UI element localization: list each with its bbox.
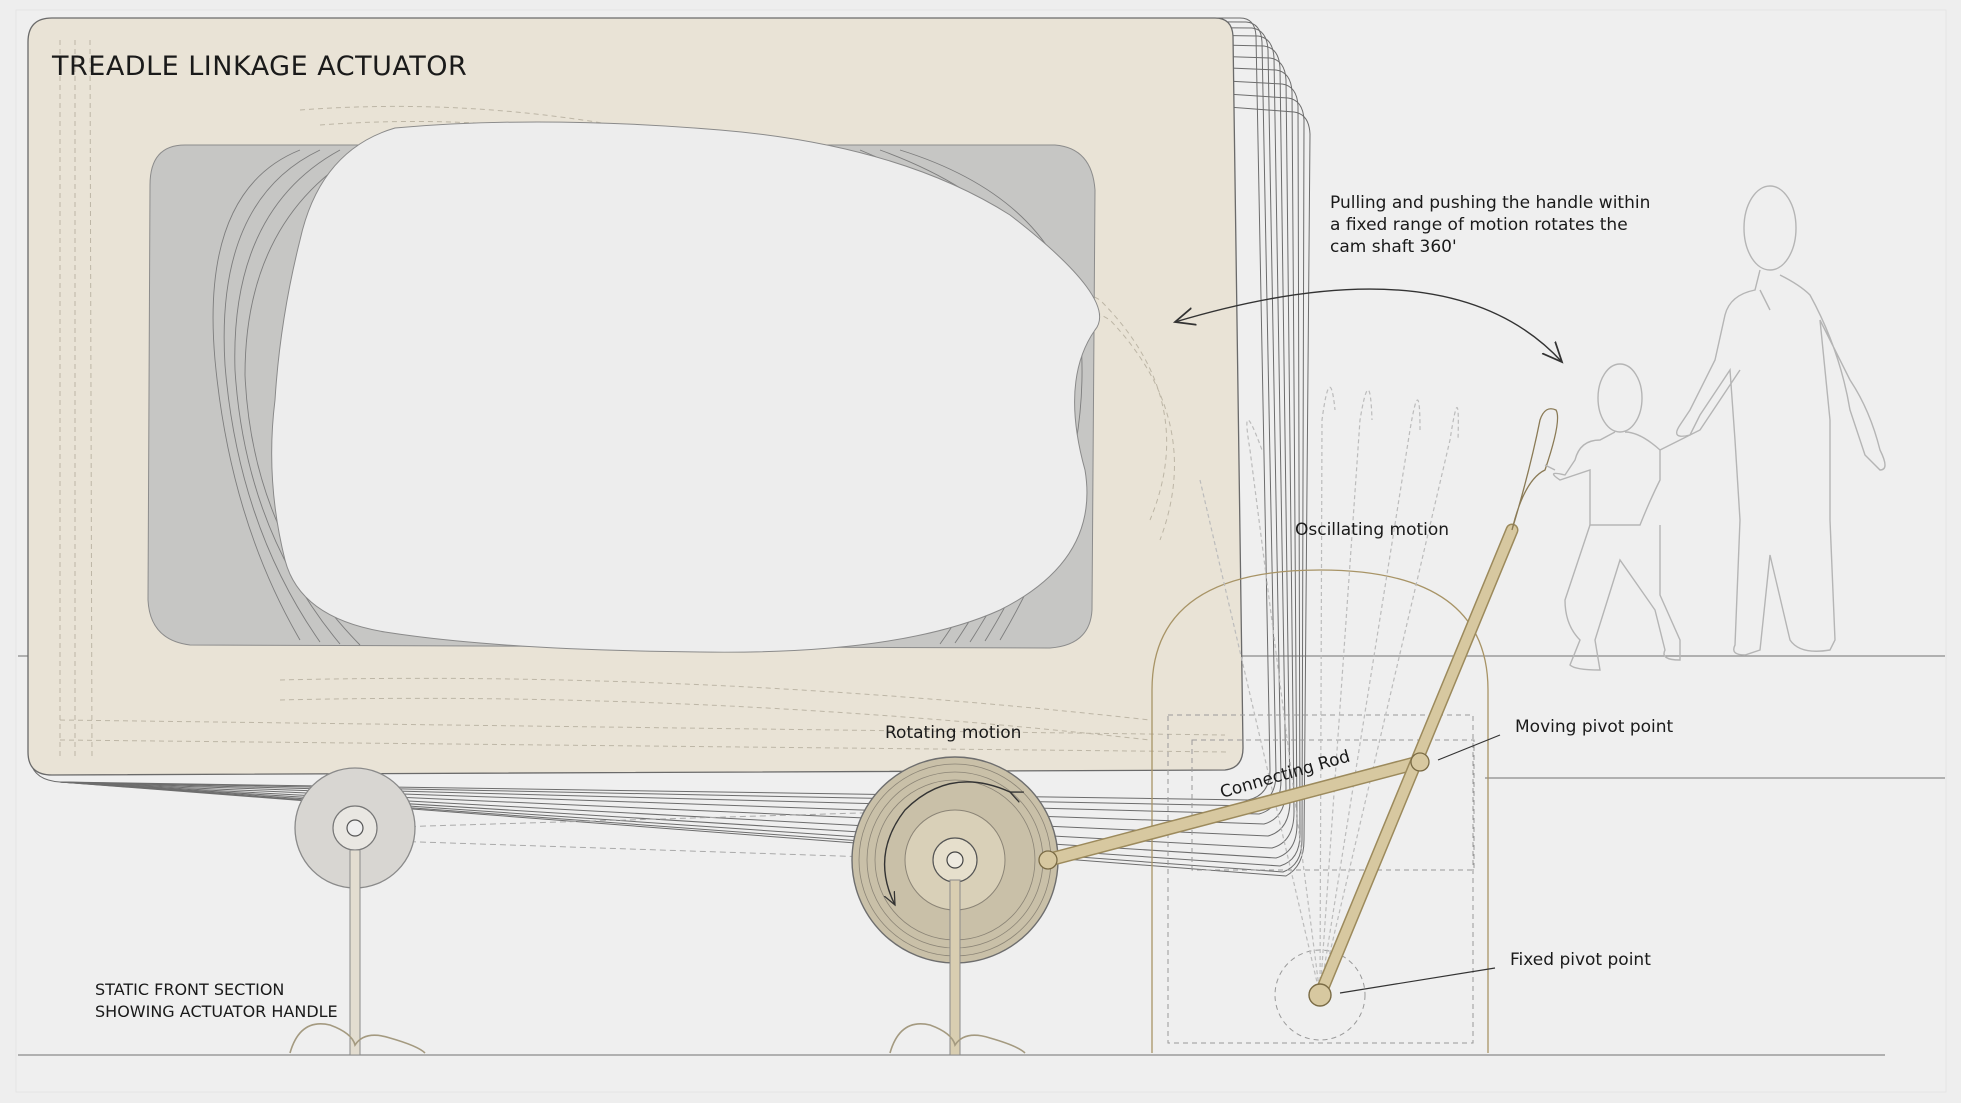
fixed-pivot-label: Fixed pivot point (1510, 950, 1651, 970)
wheel-rotation-arrow (885, 781, 1010, 905)
description-note: Pulling and pushing the handle within a … (1330, 193, 1650, 257)
description-line-3: cam shaft 360' (1330, 237, 1457, 257)
cam-wheel (851, 756, 1059, 1056)
handle-ghost-positions (1199, 386, 1459, 996)
adult-figure-sketch (1676, 185, 1886, 656)
caption-line-1: STATIC FRONT SECTION (95, 980, 284, 999)
connecting-rod (1038, 755, 1427, 870)
fixed-pivot-leader (1339, 967, 1496, 994)
actuator-handle (1308, 408, 1559, 1007)
description-line-1: Pulling and pushing the handle within (1330, 193, 1650, 213)
moving-pivot-label: Moving pivot point (1515, 717, 1674, 737)
window-opening (271, 121, 1100, 653)
rotation-arc-arrow (1175, 288, 1562, 362)
diagram-title: TREADLE LINKAGE ACTUATOR (51, 51, 467, 82)
description-line-2: a fixed range of motion rotates the (1330, 215, 1628, 235)
child-figure-sketch (1544, 363, 1741, 671)
oscillating-motion-label: Oscillating motion (1295, 520, 1449, 540)
static-front-wheel (289, 767, 426, 1056)
caption-line-2: SHOWING ACTUATOR HANDLE (95, 1002, 338, 1021)
rotating-motion-label: Rotating motion (885, 723, 1021, 743)
moving-pivot-leader (1437, 734, 1501, 761)
